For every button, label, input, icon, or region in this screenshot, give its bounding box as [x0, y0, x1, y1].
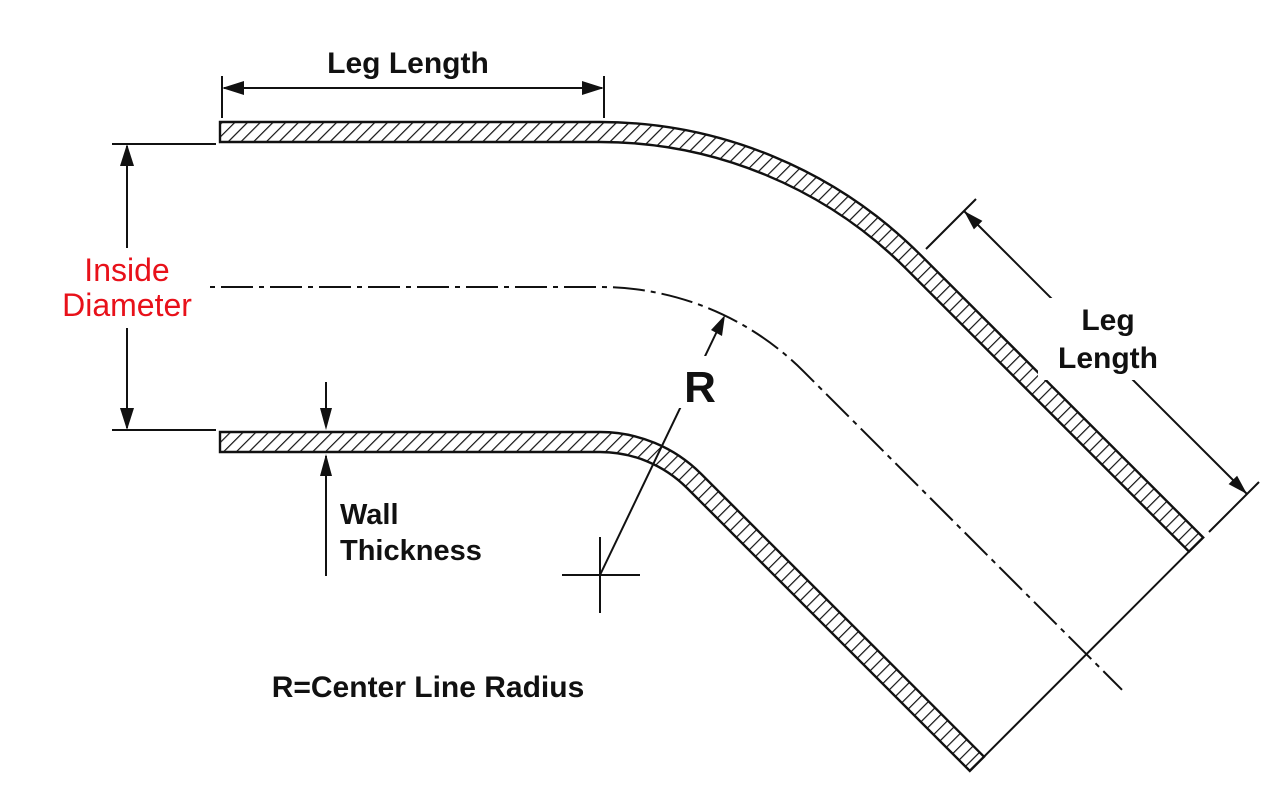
arrowhead-lower-icon — [1228, 475, 1247, 494]
tube-outer-wall-section — [218, 120, 1205, 554]
dimension-inside-diameter: Inside Diameter — [46, 143, 216, 431]
arrowhead-down-icon — [120, 408, 134, 430]
arrowhead-radius-icon — [711, 315, 725, 336]
tube-inner-wall-section — [218, 430, 986, 773]
dimension-leg-length-top: Leg Length — [221, 47, 605, 118]
wall-thickness-label-line2: Thickness — [340, 535, 482, 567]
label-background — [676, 356, 724, 408]
arrowhead-right-icon — [582, 81, 604, 95]
wall-thickness-label-line1: Wall — [340, 499, 399, 531]
leg-length-diagonal-label-line1: Leg — [1081, 304, 1134, 337]
inside-diameter-label-line2: Diameter — [62, 287, 192, 323]
inside-diameter-label-line1: Inside — [84, 252, 169, 288]
radius-symbol-label: R — [684, 363, 716, 412]
extension-line — [1208, 481, 1260, 533]
arrowhead-upper-icon — [964, 211, 983, 230]
extension-line — [925, 198, 977, 250]
label-background — [1038, 298, 1180, 380]
tube-body — [172, 120, 1205, 773]
arrowhead-up-icon — [120, 144, 134, 166]
dimension-center-line-radius: R — [562, 315, 725, 613]
dimension-leg-length-diagonal: Leg Length — [925, 198, 1260, 533]
tube-centerline — [172, 286, 1123, 691]
label-background — [46, 248, 208, 328]
legend-text: R=Center Line Radius — [272, 671, 585, 704]
dimension-wall-thickness: Wall Thickness — [320, 382, 482, 576]
leg-length-diagonal-label-line2: Length — [1058, 342, 1158, 375]
arrowhead-left-icon — [222, 81, 244, 95]
arrowhead-down-icon — [320, 408, 332, 430]
leg-length-top-label: Leg Length — [327, 47, 489, 80]
